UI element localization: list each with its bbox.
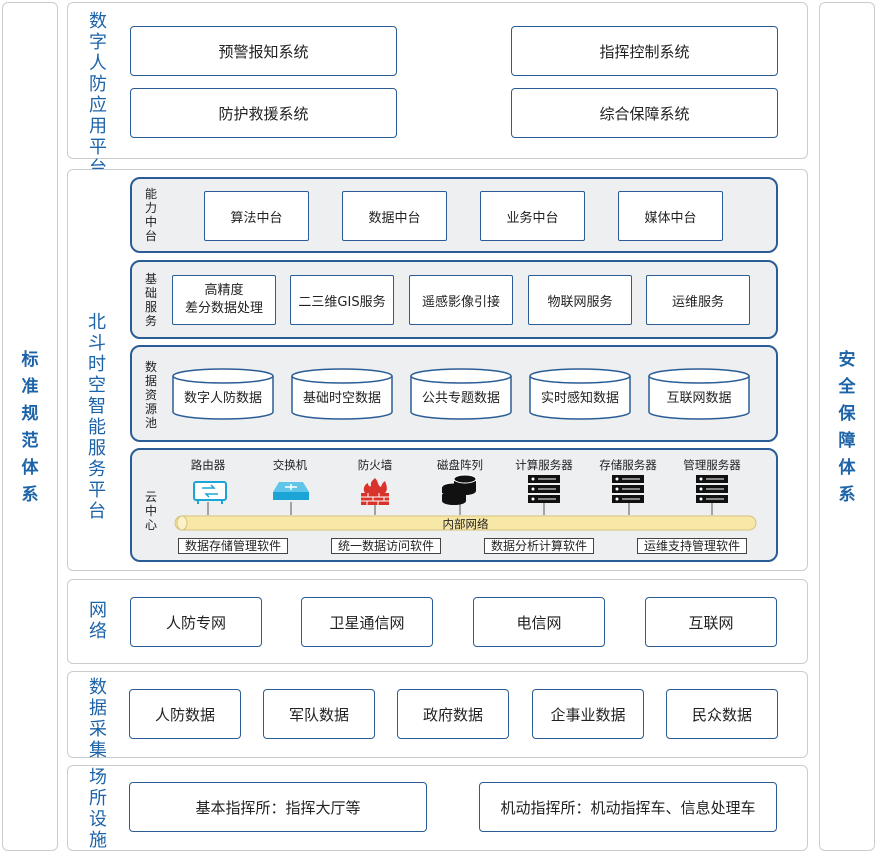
government-data-box: 政府数据	[397, 689, 509, 739]
switch-label: 交换机	[272, 458, 308, 472]
differential-data-box: 高精度 差分数据处理	[172, 275, 276, 325]
storage-software-box: 数据存储管理软件	[178, 538, 288, 554]
ops-software-box: 运维支持管理软件	[637, 538, 747, 554]
compute-server-icon	[524, 473, 564, 503]
management-server-icon	[692, 473, 732, 503]
compute-server-label: 计算服务器	[515, 458, 573, 472]
internal-network-label: 内部网络	[442, 517, 489, 531]
business-platform-box: 业务中台	[480, 191, 585, 241]
basic-command-post-box: 基本指挥所：指挥大厅等	[129, 782, 427, 832]
civil-defense-data-box: 人防数据	[129, 689, 241, 739]
satellite-network-box: 卫星通信网	[301, 597, 433, 647]
database-cylinder: 数字人防数据	[172, 368, 274, 420]
database-cylinder: 基础时空数据	[291, 368, 393, 420]
public-data-box: 民众数据	[666, 689, 778, 739]
military-data-box: 军队数据	[263, 689, 375, 739]
basic-services-label: 基础 服务	[144, 272, 157, 328]
network-label: 网络	[89, 600, 107, 642]
data-platform-box: 数据中台	[342, 191, 447, 241]
rescue-system-box: 防护救援系统	[130, 88, 397, 138]
warning-system-box: 预警报知系统	[130, 26, 397, 76]
router-label: 路由器	[190, 458, 226, 472]
security-label: 安全保 障体系	[838, 350, 856, 505]
facilities-label: 场所 设施	[89, 767, 107, 851]
beidou-platform-label: 北斗 时空 智能 服务 平台	[88, 312, 106, 522]
civil-defense-network-box: 人防专网	[130, 597, 262, 647]
disk-array-label: 磁盘阵列	[437, 458, 483, 472]
standards-panel	[2, 2, 58, 851]
media-platform-box: 媒体中台	[618, 191, 723, 241]
access-software-box: 统一数据访问软件	[331, 538, 441, 554]
command-control-system-box: 指挥控制系统	[511, 26, 778, 76]
ops-service-box: 运维服务	[646, 275, 750, 325]
telecom-network-box: 电信网	[473, 597, 605, 647]
storage-server-icon	[608, 473, 648, 503]
storage-server-label: 存储服务器	[599, 458, 657, 472]
gis-service-box: 二三维GIS服务	[290, 275, 394, 325]
data-pool-label: 数据 资源 池	[144, 360, 157, 430]
internet-box: 互联网	[645, 597, 777, 647]
database-cylinder: 实时感知数据	[529, 368, 631, 420]
security-panel	[819, 2, 875, 851]
database-cylinder: 互联网数据	[648, 368, 750, 420]
firewall-icon	[355, 476, 395, 506]
firewall-label: 防火墙	[357, 458, 393, 472]
disk-array-icon	[439, 473, 479, 505]
app-platform-label: 数字 人防 应用 平台	[89, 11, 107, 179]
algorithm-platform-box: 算法中台	[204, 191, 309, 241]
enterprise-data-box: 企事业数据	[532, 689, 644, 739]
switch-icon	[271, 476, 311, 506]
support-system-box: 综合保障系统	[511, 88, 778, 138]
iot-service-box: 物联网服务	[528, 275, 632, 325]
capability-platform-label: 能力 中台	[144, 187, 157, 243]
data-collection-label: 数据 采集	[89, 677, 107, 761]
internal-network-pipe	[174, 515, 757, 531]
management-server-label: 管理服务器	[683, 458, 741, 472]
mobile-command-post-box: 机动指挥所：机动指挥车、信息处理车	[479, 782, 777, 832]
cloud-center-label: 云中 心	[144, 490, 157, 532]
router-icon	[190, 476, 230, 506]
remote-sensing-box: 遥感影像引接	[409, 275, 513, 325]
analysis-software-box: 数据分析计算软件	[484, 538, 594, 554]
database-cylinder: 公共专题数据	[410, 368, 512, 420]
standards-label: 标准规 范体系	[21, 350, 39, 505]
